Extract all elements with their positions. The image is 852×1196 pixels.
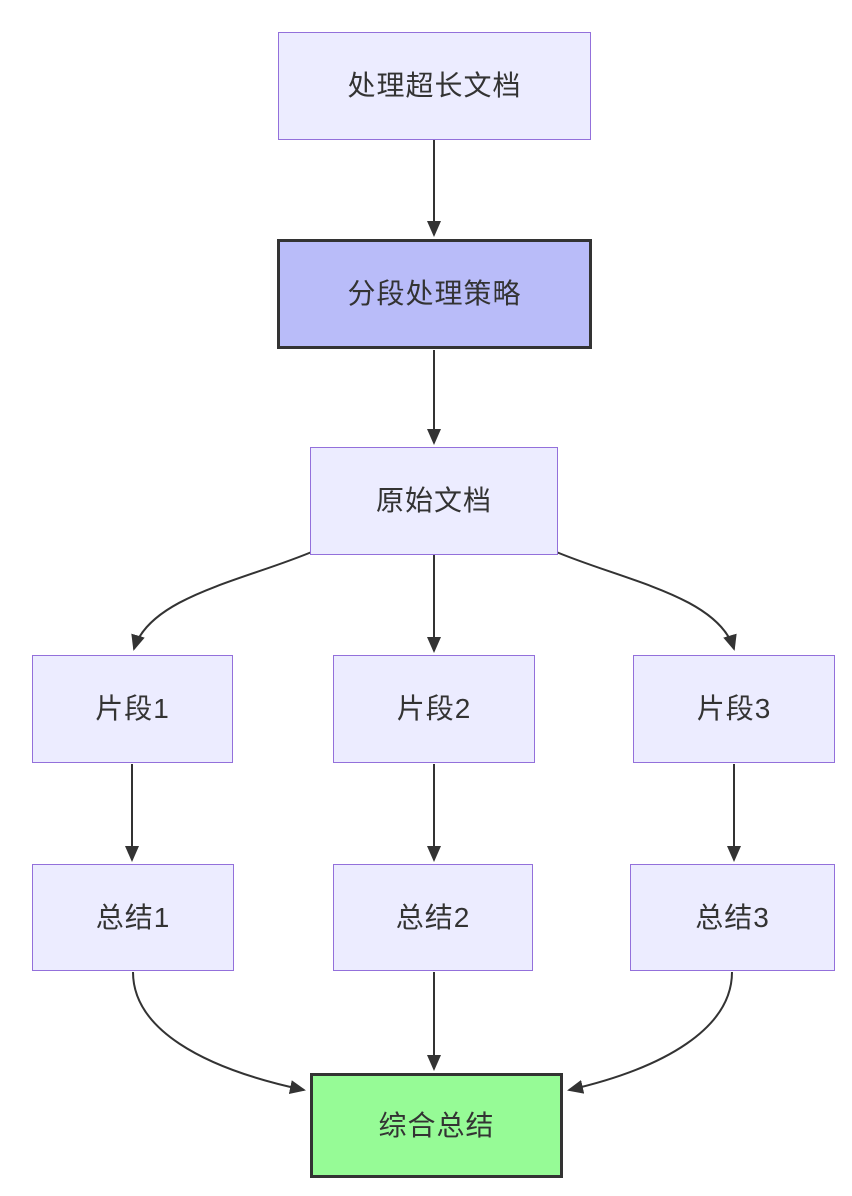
edge-summary3-to-final [567, 971, 733, 1094]
node-original-document: 原始文档 [310, 447, 558, 555]
node-summary-1-label: 总结1 [95, 901, 171, 933]
edge-source-to-chunk3 [553, 550, 737, 651]
node-process-long-document: 处理超长文档 [278, 32, 591, 140]
node-chunk-1: 片段1 [32, 655, 233, 763]
node-summary-3: 总结3 [630, 864, 835, 971]
node-chunk-2-label: 片段2 [396, 693, 472, 724]
node-chunk-2: 片段2 [333, 655, 535, 763]
node-process-long-document-label: 处理超长文档 [347, 70, 522, 101]
edge-source-to-chunk1 [131, 550, 315, 651]
node-segment-processing-strategy: 分段处理策略 [277, 239, 592, 349]
node-combined-summary-label: 综合总结 [378, 1109, 495, 1141]
node-summary-3-label: 总结3 [695, 901, 770, 933]
edge-summary1-to-final [132, 971, 306, 1094]
node-summary-1: 总结1 [32, 864, 234, 971]
node-original-document-label: 原始文档 [375, 485, 492, 516]
node-chunk-3-label: 片段3 [696, 693, 772, 724]
node-chunk-3: 片段3 [633, 655, 835, 763]
node-combined-summary: 综合总结 [310, 1073, 563, 1178]
node-summary-2-label: 总结2 [395, 901, 471, 933]
node-summary-2: 总结2 [333, 864, 533, 971]
node-segment-processing-strategy-label: 分段处理策略 [347, 278, 522, 309]
node-chunk-1-label: 片段1 [95, 693, 170, 724]
